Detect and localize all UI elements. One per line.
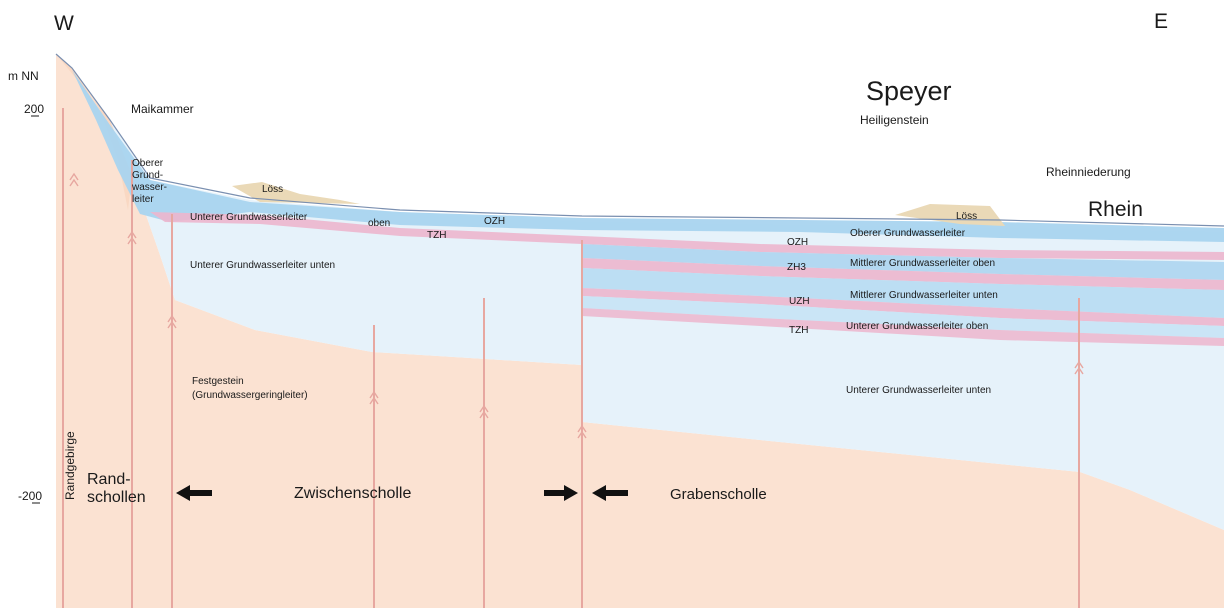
label-randschollen-1: Rand- (87, 471, 131, 488)
label-code-uzh: UZH (789, 296, 810, 307)
label-code-zh3: ZH3 (787, 262, 806, 273)
aquitard-uzh (582, 288, 1224, 326)
loess-west (232, 182, 360, 204)
label-oberer-gwl-2: Grund- (132, 170, 163, 181)
label-unterer-gwl-oben-west: Unterer Grundwasserleiter (190, 212, 308, 223)
label-oberer-gwl-1: Oberer (132, 158, 164, 169)
terrain-surface (55, 53, 1224, 227)
direction-east: E (1154, 10, 1168, 33)
place-maikammer: Maikammer (131, 102, 194, 116)
place-rhein: Rhein (1088, 198, 1143, 221)
label-tzh-west: TZH (427, 230, 446, 241)
arrow-left-grabenscholle (592, 485, 628, 501)
unterer-gwl-oben-band (582, 296, 1224, 338)
aquitard-west (150, 212, 1224, 260)
label-zwischenscholle: Zwischenscholle (294, 485, 411, 502)
label-oberer-gwl-east: Oberer Grundwasserleiter (850, 228, 966, 239)
axis-unit: m NN (8, 69, 39, 83)
label-oben-west: oben (368, 218, 390, 229)
arrows (176, 485, 628, 501)
label-code-tzh: TZH (789, 325, 808, 336)
axis-tick-200: 200 (24, 102, 44, 116)
label-festgestein-2: (Grundwassergeringleiter) (192, 390, 308, 401)
place-speyer: Speyer (866, 76, 952, 106)
label-ozh-west: OZH (484, 216, 505, 227)
aquitard-tzh (582, 308, 1224, 346)
label-unterer-gwl-unten-east: Unterer Grundwasserleiter unten (846, 385, 991, 396)
arrow-right-zwischenscholle (544, 485, 578, 501)
mittlerer-gwl-unten-band (582, 268, 1224, 318)
label-mittlerer-gwl-unten: Mittlerer Grundwasserleiter unten (850, 290, 998, 301)
loess-east (895, 204, 1005, 226)
aquitard-zh3 (582, 258, 1224, 290)
label-grabenscholle: Grabenscholle (670, 486, 767, 503)
arrow-left-randschollen (176, 485, 212, 501)
place-heiligenstein: Heiligenstein (860, 113, 929, 127)
bedrock-area (56, 54, 1224, 608)
label-code-ozh: OZH (787, 237, 808, 248)
label-loess-east: Löss (956, 211, 977, 222)
label-randgebirge: Randgebirge (63, 431, 77, 500)
direction-west: W (54, 12, 74, 35)
label-randschollen-2: schollen (87, 489, 146, 506)
label-oberer-gwl-3: wasser- (131, 182, 167, 193)
label-oberer-gwl-4: leiter (132, 194, 154, 205)
label-unterer-gwl-oben-east: Unterer Grundwasserleiter oben (846, 321, 988, 332)
axis-tick-minus200: -200 (18, 489, 42, 503)
place-rheinniederung: Rheinniederung (1046, 165, 1131, 179)
mittlerer-gwl-oben-band (582, 244, 1224, 280)
faults (62, 108, 1080, 608)
label-loess-west: Löss (262, 184, 283, 195)
label-festgestein-1: Festgestein (192, 376, 244, 387)
label-mittlerer-gwl-oben: Mittlerer Grundwasserleiter oben (850, 258, 995, 269)
label-unterer-gwl-unten-west: Unterer Grundwasserleiter unten (190, 260, 335, 271)
fault-marks (69, 172, 1084, 439)
